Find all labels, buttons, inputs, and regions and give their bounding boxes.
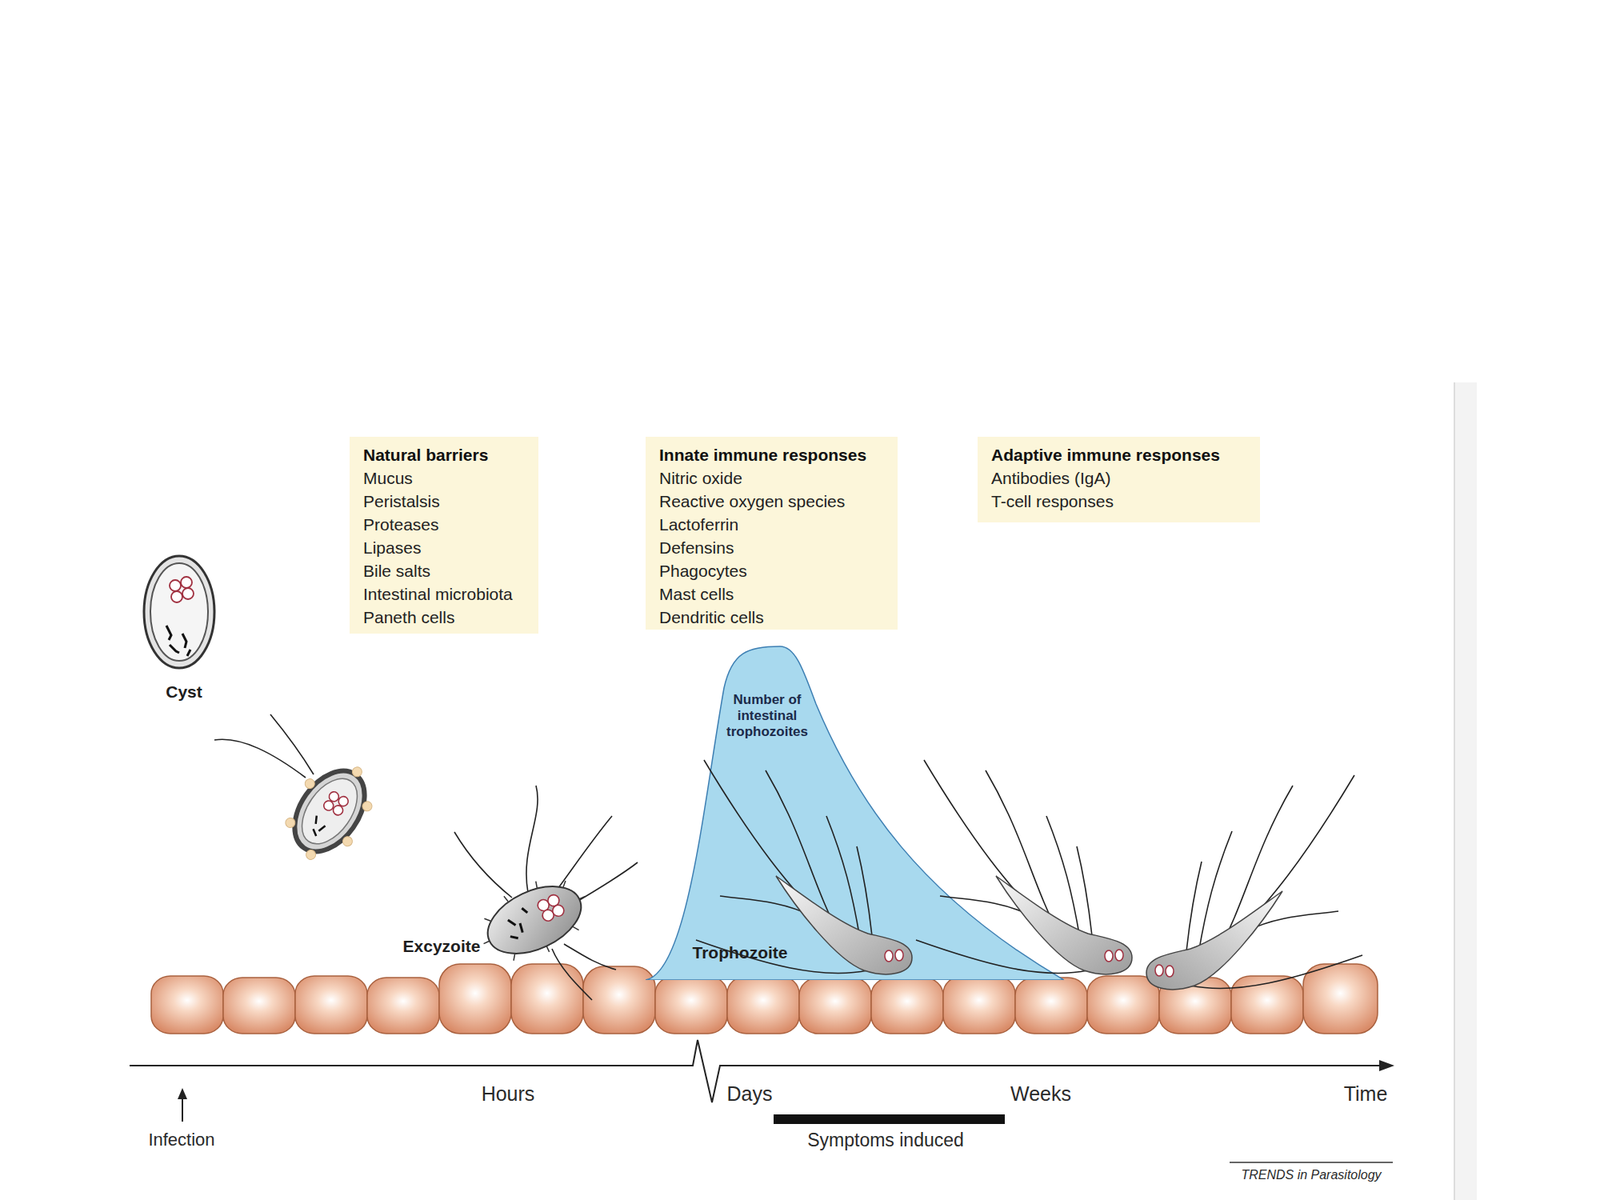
axis-arrowhead — [1379, 1060, 1395, 1072]
nuclei — [536, 892, 566, 923]
symptoms-bar — [773, 1114, 1005, 1124]
median-bodies — [166, 625, 191, 656]
cyst-wall — [280, 757, 379, 864]
box-heading: Innate immune responses — [659, 443, 887, 467]
response-box: Natural barriersMucusPeristalsisProtease… — [349, 436, 539, 634]
box-heading: Natural barriers — [363, 443, 528, 467]
box-item: Intestinal microbiota — [363, 582, 528, 606]
box-item: Dendritic cells — [659, 605, 887, 629]
epithelial-cell — [583, 966, 656, 1034]
text-label: Infection — [148, 1129, 215, 1151]
box-item: Phagocytes — [659, 559, 887, 583]
trophozoite-peak: Number of intestinal trophozoites — [645, 644, 1064, 980]
text-label: Cyst — [165, 681, 203, 702]
excysting-cyst — [214, 714, 391, 875]
response-box: Adaptive immune responsesAntibodies (IgA… — [977, 436, 1260, 523]
epithelial-cell — [943, 976, 1016, 1034]
cyst-inner — [290, 768, 368, 854]
page-edge-line — [1453, 382, 1456, 1200]
cyst-inner — [150, 563, 208, 661]
peak-outline — [645, 644, 1064, 980]
box-item: Antibodies (IgA) — [991, 466, 1249, 490]
response-box: Innate immune responsesNitric oxideReact… — [645, 436, 898, 630]
surface-spikes — [468, 864, 600, 976]
epithelial-cell — [799, 977, 872, 1034]
peak-label: Number of intestinal trophozoites — [720, 692, 814, 740]
box-item: Defensins — [659, 536, 887, 560]
peak-shape — [645, 646, 1064, 980]
box-item: Peristalsis — [363, 489, 528, 513]
text-label: Time — [1344, 1081, 1388, 1106]
box-item: Mucus — [363, 466, 528, 490]
flagella — [454, 785, 638, 1000]
box-item: Nitric oxide — [659, 466, 887, 490]
nuclei — [321, 788, 352, 819]
box-heading: Adaptive immune responses — [991, 443, 1249, 467]
text-label: Trophozoite — [692, 942, 788, 963]
credit-rule — [1229, 1161, 1393, 1164]
trophozoite — [1146, 775, 1363, 990]
excyzoite-body — [477, 872, 592, 968]
epithelial-cell — [151, 976, 224, 1034]
box-item: Paneth cells — [363, 605, 528, 629]
epithelial-cell — [1015, 977, 1088, 1034]
epithelial-cell — [439, 964, 512, 1034]
text-label: Hours — [481, 1081, 536, 1106]
nuclei — [169, 576, 194, 603]
text-label: Weeks — [1010, 1081, 1072, 1106]
infection-arrowhead — [177, 1088, 188, 1100]
epithelial-cell — [1303, 964, 1378, 1034]
epithelial-cell — [367, 977, 440, 1034]
excyzoite — [454, 785, 638, 1000]
cyst — [144, 556, 215, 668]
median-bodies — [307, 816, 328, 837]
box-item: Bile salts — [363, 559, 528, 583]
epithelial-cell — [727, 976, 800, 1034]
median-bodies — [501, 907, 536, 942]
epithelial-cell — [223, 977, 296, 1034]
box-item: Reactive oxygen species — [659, 489, 887, 513]
flagellum — [214, 739, 306, 778]
box-item: Lipases — [363, 536, 528, 560]
text-label: Days — [727, 1081, 773, 1106]
epithelial-cell — [1087, 976, 1160, 1034]
epithelial-cell — [871, 977, 944, 1034]
page-edge — [1454, 382, 1477, 1200]
epithelial-cell — [1159, 977, 1232, 1034]
infection-arrow — [181, 1097, 184, 1122]
box-item: Proteases — [363, 512, 528, 536]
epithelial-cell — [1231, 976, 1304, 1034]
box-item: Mast cells — [659, 582, 887, 606]
box-item: T-cell responses — [991, 489, 1249, 513]
epithelial-cell — [511, 964, 584, 1034]
epithelial-cell — [295, 976, 368, 1034]
text-label: TRENDS in Parasitology — [1240, 1167, 1381, 1183]
cyst-wall — [144, 556, 215, 668]
epithelial-cell — [655, 976, 728, 1034]
box-item: Lactoferrin — [659, 512, 887, 536]
flagellum — [270, 714, 314, 775]
text-label: Excyzoite — [403, 936, 481, 956]
surface-dots — [270, 747, 391, 875]
text-label: Symptoms induced — [807, 1128, 964, 1152]
